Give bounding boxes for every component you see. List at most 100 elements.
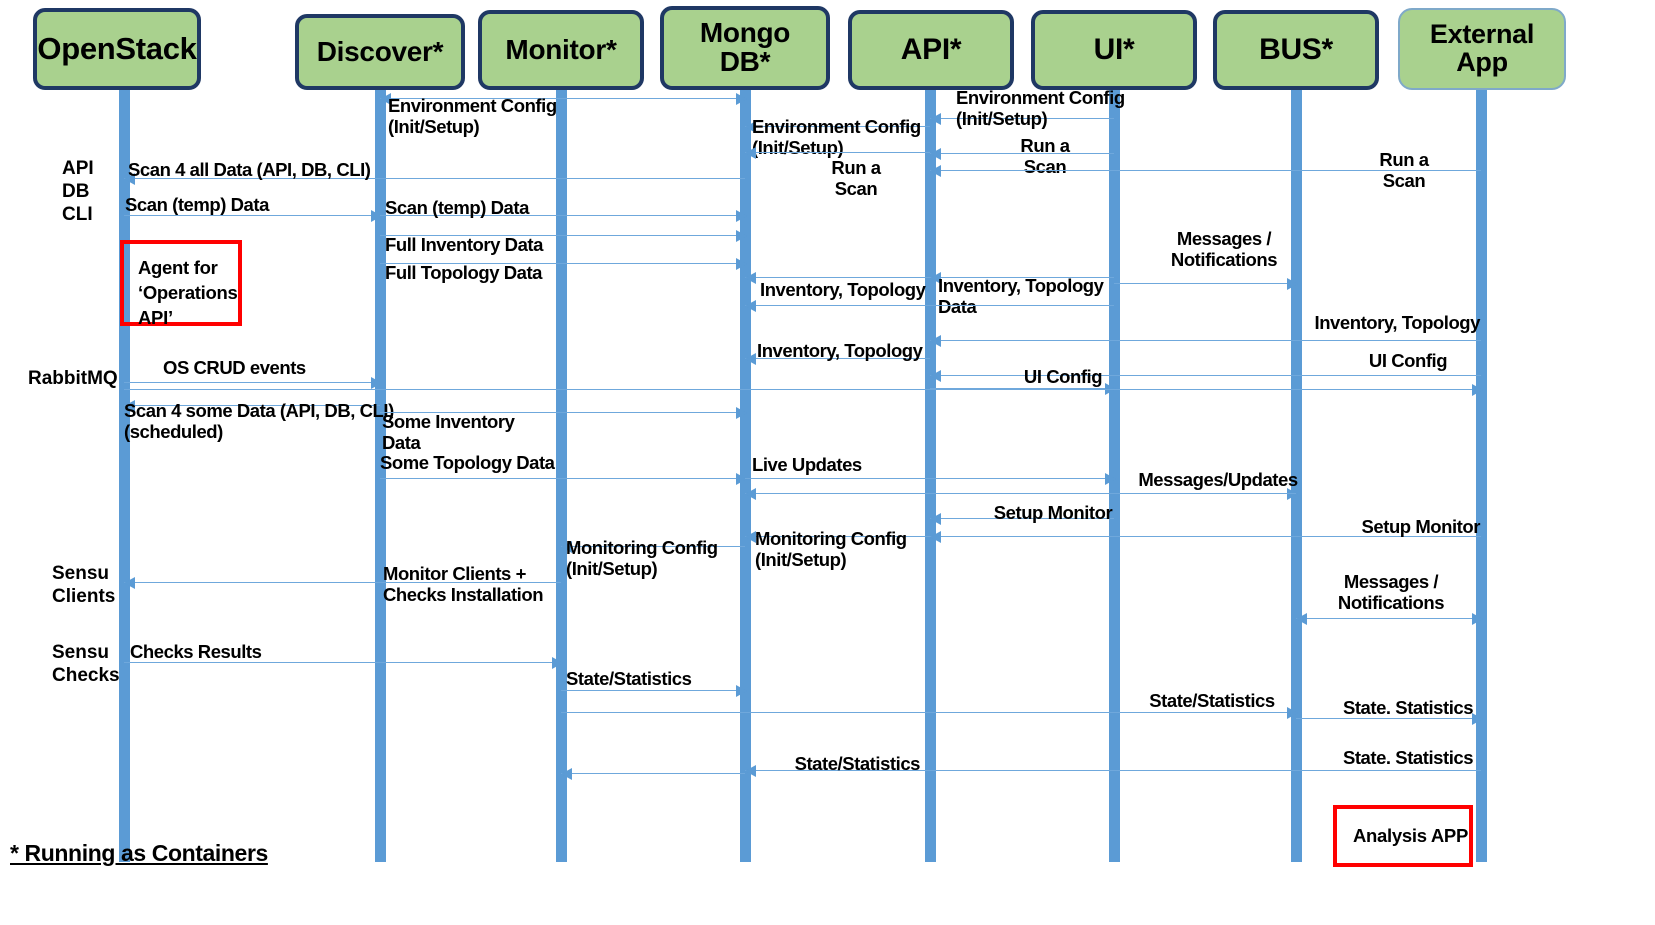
arrowhead-left-m19 (930, 370, 941, 382)
message-label-m21: OS CRUD events (163, 357, 306, 378)
arrowhead-right-m21 (371, 377, 382, 389)
arrowhead-left-m23 (124, 400, 135, 412)
message-line-m25 (380, 478, 745, 479)
arrowhead-left-m18 (745, 353, 756, 365)
arrowhead-right-m13 (1287, 278, 1298, 290)
message-label-m10: Scan (temp) Data (385, 197, 529, 218)
actor-label-api: API* (900, 32, 962, 66)
message-label-m38: State. Statistics (1342, 697, 1474, 718)
arrowhead-left-m06 (930, 165, 941, 177)
note-agent-operations-api-text: Agent for‘Operations API’ (138, 257, 238, 328)
message-line-m05 (930, 153, 1114, 154)
actor-box-ui[interactable]: UI* (1031, 10, 1197, 90)
message-line-m07 (124, 178, 745, 179)
message-label-m17: Inventory, Topology (1314, 312, 1481, 333)
message-label-m29: Setup Monitor (993, 502, 1113, 523)
message-line-m40 (561, 773, 745, 774)
actor-label-monitor: Monitor* (505, 33, 617, 65)
message-line-m16 (745, 305, 1114, 306)
actor-label-ui: UI* (1093, 32, 1135, 66)
arrowhead-right-m10 (736, 210, 747, 222)
lifeline-openstack (119, 90, 130, 862)
footer-note: * Running as Containers (10, 840, 268, 866)
actor-box-api[interactable]: API* (848, 10, 1014, 90)
arrowhead-left-m15 (930, 272, 941, 284)
message-line-m29 (930, 518, 1114, 519)
arrowhead-left-m04 (930, 113, 941, 125)
actor-label-openstack: OpenStack (37, 31, 197, 67)
actor-label-bus: BUS* (1259, 32, 1333, 66)
message-line-m17 (930, 340, 1481, 341)
message-label-m11: Full Inventory Data (385, 234, 543, 255)
message-label-m32: Monitoring Config(Init/Setup) (566, 537, 718, 579)
message-label-m09: Scan (temp) Data (125, 194, 269, 215)
arrowhead-right-m26 (1105, 473, 1116, 485)
message-line-m28 (745, 493, 1296, 494)
actor-box-discover[interactable]: Discover* (295, 14, 465, 90)
message-line-m13 (1114, 283, 1296, 284)
arrowhead-left-m34 (1296, 613, 1307, 625)
arrowhead-left-m32 (561, 541, 572, 553)
lifeline-monitor (556, 90, 567, 862)
message-line-m36 (561, 690, 745, 691)
message-line-m18 (745, 358, 930, 359)
message-line-m03 (745, 126, 930, 127)
message-line-m30 (930, 536, 1481, 537)
message-label-m19: UI Config (1368, 350, 1448, 371)
message-label-m04: Environment Config(Init/Setup) (956, 87, 1125, 129)
message-line-m37 (561, 712, 1296, 713)
actor-box-monitor[interactable]: Monitor* (478, 10, 644, 90)
arrowhead-left-m40 (561, 768, 572, 780)
actor-box-bus[interactable]: BUS* (1213, 10, 1379, 90)
arrowhead-right-m35 (552, 657, 563, 669)
arrowhead-left-m28 (745, 488, 756, 500)
message-line-m20 (930, 388, 1114, 389)
message-label-m33: Monitor Clients +Checks Installation (383, 563, 544, 605)
rabbitmq-label: RabbitMQ (28, 368, 118, 389)
arrowhead-right-m24 (736, 407, 747, 419)
message-line-m14 (745, 277, 930, 278)
arrowhead-left-m08 (745, 147, 756, 159)
actor-box-openstack[interactable]: OpenStack (33, 8, 201, 90)
message-label-m36: State/Statistics (566, 668, 692, 689)
arrowhead-right-m37 (1287, 707, 1298, 719)
message-line-m08 (745, 152, 930, 153)
message-line-m24 (380, 412, 745, 413)
message-label-m13: Messages /Notifications (1170, 228, 1278, 270)
message-line-m21 (124, 382, 380, 383)
message-label-m31: Monitoring Config(Init/Setup) (755, 528, 907, 570)
arrowhead-left-m03 (745, 121, 756, 133)
message-line-m34 (1296, 618, 1481, 619)
arrowhead-left-m39 (745, 765, 756, 777)
note-analysis-app: Analysis APP (1333, 805, 1473, 867)
arrowhead-right-m27 (1287, 488, 1298, 500)
message-line-m23 (124, 405, 380, 406)
message-label-m27: Messages/Updates (1138, 469, 1298, 490)
message-label-m25: Some Topology Data (380, 452, 555, 473)
message-line-m02 (561, 98, 745, 99)
message-line-m31 (745, 536, 930, 537)
message-label-m30: Setup Monitor (1361, 516, 1481, 537)
message-label-m12: Full Topology Data (385, 262, 543, 283)
arrowhead-right-m02 (736, 93, 747, 105)
message-line-m06 (930, 170, 1481, 171)
arrowhead-right-m09 (371, 210, 382, 222)
arrowhead-left-m05 (930, 148, 941, 160)
lifeline-external (1476, 90, 1487, 862)
arrowhead-right-m11 (736, 230, 747, 242)
message-label-m39: State. Statistics (1342, 747, 1474, 768)
message-label-m35: Checks Results (130, 641, 262, 662)
lifeline-api (925, 90, 936, 862)
note-analysis-app-text: Analysis APP (1353, 824, 1468, 846)
arrowhead-left-m29 (930, 513, 941, 525)
